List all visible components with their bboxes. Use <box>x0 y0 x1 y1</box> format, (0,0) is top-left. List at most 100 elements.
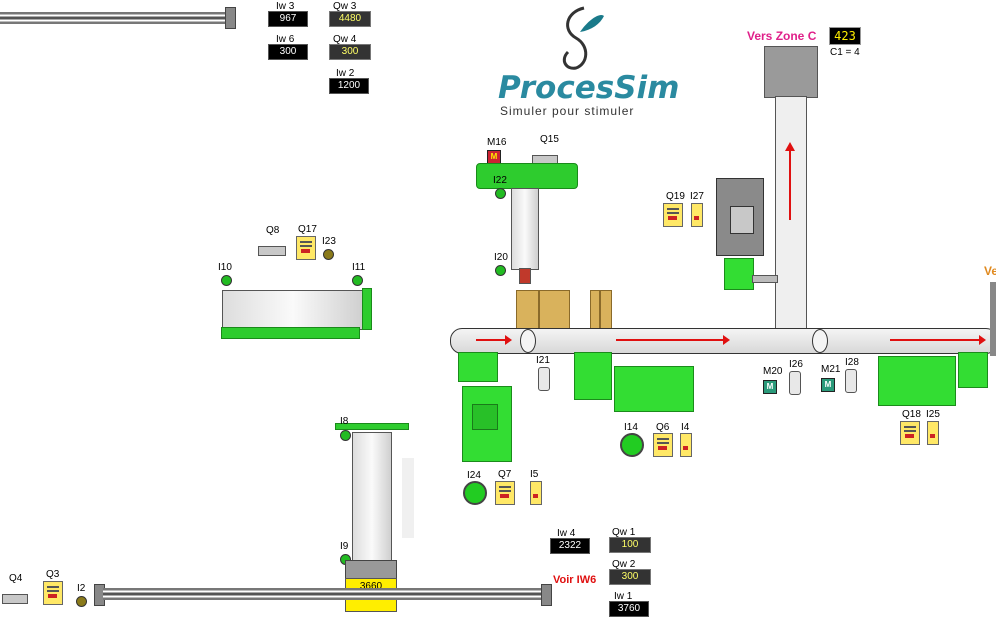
zone-c-c1: C1 = 4 <box>830 47 860 58</box>
logo-mark-icon <box>562 6 604 70</box>
left-cylinder-base <box>221 327 360 339</box>
i8-label: I8 <box>340 416 349 427</box>
iw1-value: 3760 <box>609 601 649 617</box>
i14-button[interactable] <box>620 433 644 457</box>
i4-sensor[interactable] <box>680 433 692 457</box>
conveyor-right-end <box>990 282 996 356</box>
left-cylinder-end <box>362 288 372 330</box>
i28-sensor[interactable] <box>845 369 857 393</box>
q8-switch[interactable] <box>258 246 286 256</box>
bottom-rail <box>103 588 543 600</box>
i21-label: I21 <box>536 355 550 366</box>
left-cylinder-body <box>222 290 364 330</box>
m21-motor-icon[interactable]: M <box>821 378 835 392</box>
crate-1 <box>516 290 570 330</box>
elevator-motor-coupling <box>724 258 754 290</box>
iw4-label: Iw 4 <box>557 528 576 539</box>
i25-sensor[interactable] <box>927 421 939 445</box>
q8-label: Q8 <box>266 225 280 236</box>
iw2-value: 1200 <box>329 78 369 94</box>
i5-sensor[interactable] <box>530 481 542 505</box>
i24-label: I24 <box>467 470 481 481</box>
motor-right-body <box>878 356 956 406</box>
m16-motor-icon[interactable]: M <box>487 150 501 164</box>
qw1-label: Qw 1 <box>612 527 636 538</box>
i21-sensor[interactable] <box>538 367 550 391</box>
i24-button[interactable] <box>463 481 487 505</box>
q19-relay[interactable] <box>663 203 683 227</box>
i26-sensor[interactable] <box>789 371 801 395</box>
q18-relay[interactable] <box>900 421 920 445</box>
zone-c-head <box>764 46 818 98</box>
i20-lamp <box>495 265 506 276</box>
top-left-rail-end <box>225 7 236 29</box>
i25-label: I25 <box>926 409 940 420</box>
q4-switch[interactable] <box>2 594 28 604</box>
q6-relay[interactable] <box>653 433 673 457</box>
q7-label: Q7 <box>498 469 512 480</box>
qw2-value[interactable]: 300 <box>609 569 651 585</box>
right-edge-label: Ve <box>984 264 996 278</box>
iw6-value: 300 <box>268 44 308 60</box>
lift-base <box>345 560 397 580</box>
i28-label: I28 <box>845 357 859 368</box>
qw3-value[interactable]: 4480 <box>329 11 371 27</box>
iw3-label: Iw 3 <box>276 1 295 12</box>
zone-c-up-arrow-head <box>785 142 795 151</box>
top-cylinder-platform <box>476 163 578 189</box>
lift-shadow <box>402 458 414 538</box>
qw4-value[interactable]: 300 <box>329 44 371 60</box>
i2-lamp <box>76 596 87 607</box>
top-cylinder-body <box>511 188 539 270</box>
q18-label: Q18 <box>902 409 921 420</box>
zone-c-up-arrow <box>789 150 791 220</box>
i23-label: I23 <box>322 236 336 247</box>
i11-label: I11 <box>352 262 366 273</box>
q6-label: Q6 <box>656 422 670 433</box>
iw1-label: Iw 1 <box>614 591 633 602</box>
qw1-value[interactable]: 100 <box>609 537 651 553</box>
zone-c-counter: 423 <box>829 27 861 45</box>
i10-label: I10 <box>218 262 232 273</box>
conveyor-arrow-1 <box>476 335 512 345</box>
m21-label: M21 <box>821 364 841 375</box>
i9-label: I9 <box>340 541 349 552</box>
i20-label: I20 <box>494 252 508 263</box>
i10-lamp <box>221 275 232 286</box>
processim-logo: ProcesSim Simuler pour stimuler <box>496 2 680 120</box>
iw4-value: 2322 <box>550 538 590 554</box>
i27-label: I27 <box>690 191 704 202</box>
zone-c-label: Vers Zone C <box>747 29 817 43</box>
conveyor-arrow-2 <box>616 335 730 345</box>
top-left-rail <box>0 12 226 24</box>
top-cylinder-rod <box>519 268 531 284</box>
iw6-label: Iw 6 <box>276 34 295 45</box>
i23-lamp <box>323 249 334 260</box>
m20-label: M20 <box>763 366 783 377</box>
i2-label: I2 <box>77 583 86 594</box>
lift-top-plate <box>335 423 409 430</box>
q7-relay[interactable] <box>495 481 515 505</box>
i27-sensor[interactable] <box>691 203 703 227</box>
elevator-motor-shaft <box>752 275 778 283</box>
lift-cylinder-body <box>352 432 392 562</box>
i14-label: I14 <box>624 422 638 433</box>
i22-label: I22 <box>493 175 507 186</box>
q4-label: Q4 <box>9 573 23 584</box>
conveyor-roller-1 <box>520 329 536 353</box>
i11-lamp <box>352 275 363 286</box>
i22-lamp <box>495 188 506 199</box>
elevator-motor-plate <box>730 206 754 234</box>
i8-lamp <box>340 430 351 441</box>
logo-brand: ProcesSim <box>498 70 680 106</box>
q17-relay[interactable] <box>296 236 316 260</box>
crate-2 <box>590 290 612 330</box>
i5-label: I5 <box>530 469 539 480</box>
q3-relay[interactable] <box>43 581 63 605</box>
m20-motor-icon[interactable]: M <box>763 380 777 394</box>
q19-label: Q19 <box>666 191 685 202</box>
motor-mid-coupling <box>574 352 612 400</box>
logo-tagline: Simuler pour stimuler <box>500 104 635 118</box>
m16-label: M16 <box>487 137 507 148</box>
i26-label: I26 <box>789 359 803 370</box>
